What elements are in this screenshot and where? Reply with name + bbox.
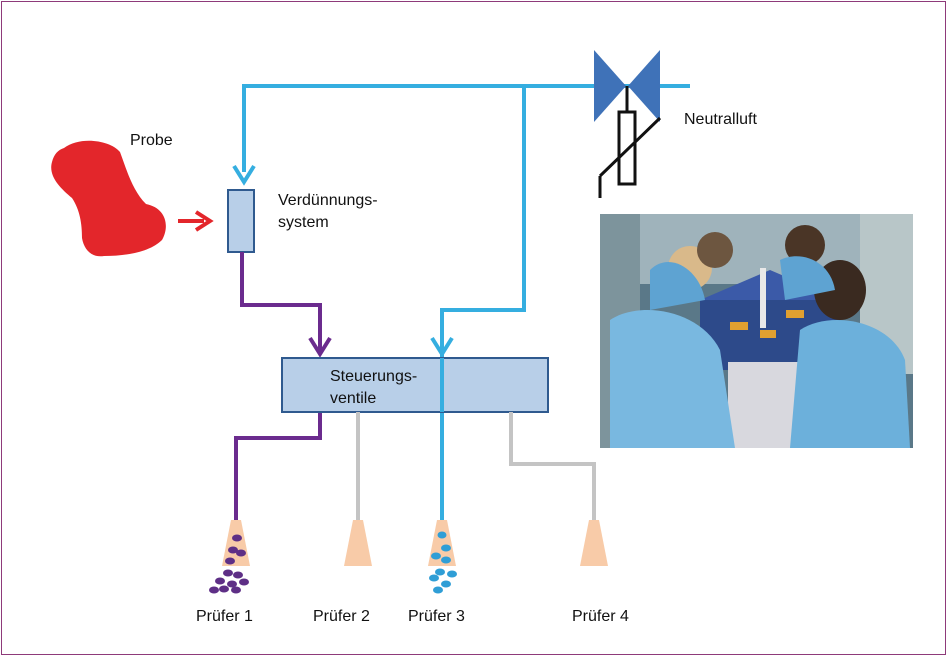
label-neutralluft: Neutralluft bbox=[684, 111, 757, 128]
gray-lines bbox=[356, 412, 596, 520]
purple-odor-dots bbox=[209, 534, 249, 594]
arrow-to-verduennung-icon bbox=[232, 164, 256, 186]
blue-odor-dots bbox=[429, 531, 457, 594]
label-verduennung-2: system bbox=[278, 214, 329, 231]
probe-arrow-icon bbox=[178, 210, 214, 232]
verduennung-box bbox=[227, 189, 255, 253]
neutral-air-valve-icon bbox=[594, 50, 662, 198]
photo-panelists bbox=[600, 214, 913, 448]
arrow-to-steuerung-blue-icon bbox=[430, 336, 454, 358]
label-steuerung-2: ventile bbox=[330, 390, 376, 407]
steuerung-box bbox=[281, 357, 549, 413]
purple-line bbox=[234, 252, 322, 520]
probe-sample-shape bbox=[51, 140, 166, 257]
label-verduennung-1: Verdünnungs- bbox=[278, 192, 378, 209]
label-pruefer-4: Prüfer 4 bbox=[572, 608, 629, 625]
cone-pruefer-4 bbox=[580, 520, 608, 566]
cone-pruefer-2 bbox=[344, 520, 372, 566]
label-pruefer-2: Prüfer 2 bbox=[313, 608, 370, 625]
pruefer-cones bbox=[222, 520, 608, 566]
label-steuerung-1: Steuerungs- bbox=[330, 368, 417, 385]
label-pruefer-3: Prüfer 3 bbox=[408, 608, 465, 625]
neutral-air-lines bbox=[242, 84, 690, 520]
label-probe: Probe bbox=[130, 132, 173, 149]
arrow-to-steuerung-purple-icon bbox=[308, 336, 332, 358]
label-pruefer-1: Prüfer 1 bbox=[196, 608, 253, 625]
